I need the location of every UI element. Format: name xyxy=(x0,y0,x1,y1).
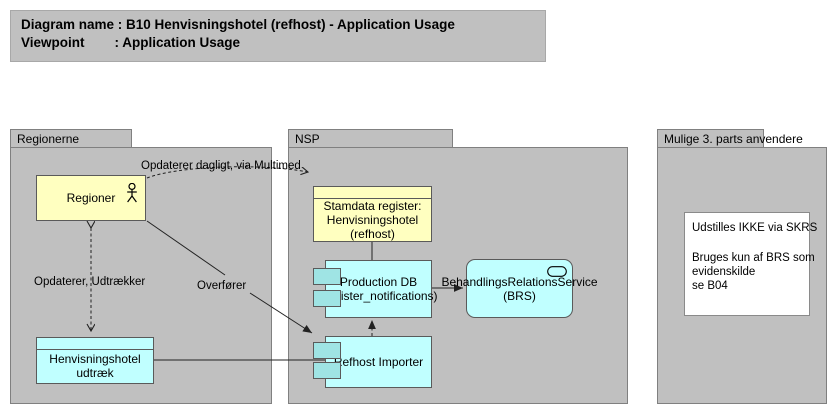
note-line-1: Udstilles IKKE via SKRS xyxy=(692,222,818,234)
edge-label-opdaterer-udtraekker: Opdaterer, Udtrækker xyxy=(34,276,146,288)
group-tab-regionerne[interactable]: Regionerne xyxy=(10,129,132,148)
node-refhost-importer-label: Refhost Importer xyxy=(325,336,432,388)
component-tab-icon xyxy=(313,268,341,285)
group-tab-nsp[interactable]: NSP xyxy=(288,129,453,148)
node-stamdata-label: Stamdata register: Henvisningshotel (ref… xyxy=(323,198,422,241)
node-henvudtraek-header xyxy=(37,338,153,350)
edge-label-opdaterer-dagligt: Opdaterer dagligt, via Multimed xyxy=(141,160,301,172)
node-production-db[interactable]: Production DB (register_notifications) xyxy=(313,260,438,318)
component-tab-icon xyxy=(313,362,341,379)
service-icon xyxy=(547,266,567,277)
edge-label-overfoerer: Overfører xyxy=(197,280,247,292)
component-tab-icon xyxy=(313,342,341,359)
node-brs-service-label: BehandlingsRelationsService (BRS) xyxy=(441,274,598,303)
note-line-3: evidenskilde xyxy=(692,266,756,278)
node-regioner-label: Regioner xyxy=(66,191,116,205)
group-tab-third-party[interactable]: Mulige 3. parts anvendere xyxy=(657,129,803,148)
note-line-4: se B04 xyxy=(692,280,728,292)
note-box[interactable]: Udstilles IKKE via SKRS Bruges kun af BR… xyxy=(684,212,817,316)
note-line-2: Bruges kun af BRS som xyxy=(692,252,815,264)
node-henvudtraek-label: Henvisningshotel udtræk xyxy=(49,352,141,380)
node-production-db-label: Production DB (register_notifications) xyxy=(319,260,438,318)
component-tab-icon xyxy=(313,290,341,307)
node-refhost-importer[interactable]: Refhost Importer xyxy=(313,336,432,388)
group-label-nsp: NSP xyxy=(295,132,320,146)
node-regioner[interactable]: Regioner xyxy=(36,175,146,221)
group-label-third-party: Mulige 3. parts anvendere xyxy=(664,132,803,146)
node-stamdata-register[interactable]: Stamdata register: Henvisningshotel (ref… xyxy=(313,186,432,242)
actor-icon xyxy=(127,183,137,203)
node-stamdata-header xyxy=(314,187,431,199)
viewpoint-text: Viewpoint : Application Usage xyxy=(21,35,241,50)
node-henvisningshotel-udtraek[interactable]: Henvisningshotel udtræk xyxy=(36,337,154,384)
diagram-name-text: Diagram name : B10 Henvisningshotel (ref… xyxy=(21,17,455,32)
node-brs-service[interactable]: BehandlingsRelationsService (BRS) xyxy=(441,259,598,318)
group-label-regionerne: Regionerne xyxy=(17,132,80,146)
diagram-title-bar: Diagram name : B10 Henvisningshotel (ref… xyxy=(10,10,546,62)
